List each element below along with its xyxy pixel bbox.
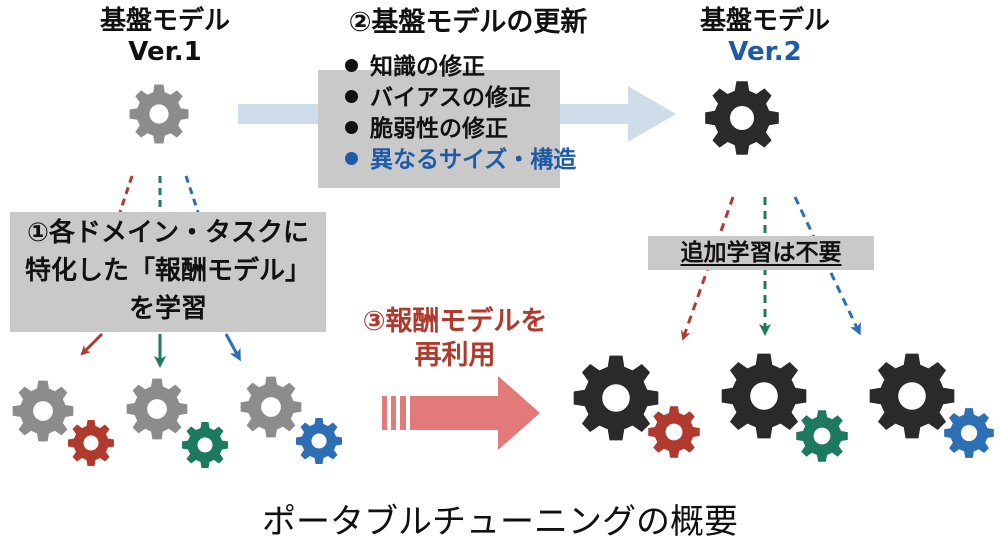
- bullet-icon: [345, 59, 358, 72]
- step1-line: を学習: [128, 294, 207, 324]
- no-extra-training-note: 追加学習は不要: [680, 240, 842, 266]
- note-box: [648, 236, 874, 270]
- gear-blue-small-1-icon: [296, 418, 342, 464]
- step1-line: ①各ドメイン・タスクに: [26, 218, 309, 248]
- reuse-arrow: [382, 376, 540, 450]
- gear-dark-3-icon: [869, 353, 955, 439]
- gear-dark-1-icon: [573, 355, 659, 441]
- base-model-v2-label: 基盤モデル Ver.2: [640, 6, 890, 68]
- base-model-v2-name: 基盤モデル: [699, 6, 830, 36]
- step2-item: 異なるサイズ・構造: [345, 145, 576, 176]
- step2-item-text: 知識の修正: [370, 54, 485, 80]
- figure-caption: ポータブルチューニングの概要: [262, 502, 738, 542]
- gear-gray-1-icon: [12, 380, 74, 442]
- gear-dark-2-icon: [721, 353, 807, 439]
- gear-red-small-1-icon: [68, 420, 114, 466]
- gear-green-small-2-icon: [796, 410, 848, 462]
- gear-gray-2-icon: [126, 378, 188, 440]
- base-model-v1-version: Ver.1: [128, 37, 202, 67]
- step2-item-text: 異なるサイズ・構造: [370, 147, 577, 173]
- step3-line: 再利用: [414, 340, 496, 371]
- step3-label: ③報酬モデルを 再利用: [345, 305, 565, 373]
- left-branch-arrows: [80, 175, 241, 368]
- gear-green-small-1-icon: [182, 422, 228, 468]
- bullet-icon: [345, 152, 358, 165]
- gear-red-small-2-icon: [648, 406, 700, 458]
- step2-item: バイアスの修正: [345, 83, 576, 114]
- bullet-icon: [345, 121, 358, 134]
- base-gear-v1-icon: [129, 84, 189, 144]
- step2-box: [318, 70, 560, 188]
- gear-blue-small-2-icon: [944, 408, 994, 458]
- step2-item-text: 脆弱性の修正: [370, 116, 508, 142]
- step2-list: 知識の修正 バイアスの修正 脆弱性の修正 異なるサイズ・構造: [345, 52, 576, 176]
- base-model-v1-label: 基盤モデル Ver.1: [60, 6, 270, 68]
- step2-title: ②基盤モデルの更新: [348, 7, 588, 38]
- step2-item: 脆弱性の修正: [345, 114, 576, 145]
- bullet-icon: [345, 90, 358, 103]
- step1-text: ①各ドメイン・タスクに 特化した「報酬モデル」 を学習: [10, 214, 326, 328]
- step1-line: 特化した「報酬モデル」: [24, 256, 311, 286]
- base-model-v2-version: Ver.2: [728, 37, 802, 67]
- base-model-v1-name: 基盤モデル: [99, 6, 230, 36]
- step2-item-text: バイアスの修正: [370, 85, 531, 111]
- right-gear-pairs: [573, 353, 994, 462]
- gear-gray-3-icon: [240, 376, 302, 438]
- step1-box: [10, 212, 326, 332]
- base-gear-v2-icon: [705, 81, 779, 155]
- left-gear-pairs: [12, 376, 342, 468]
- step2-item: 知識の修正: [345, 52, 576, 83]
- step3-line: ③報酬モデルを: [362, 306, 548, 337]
